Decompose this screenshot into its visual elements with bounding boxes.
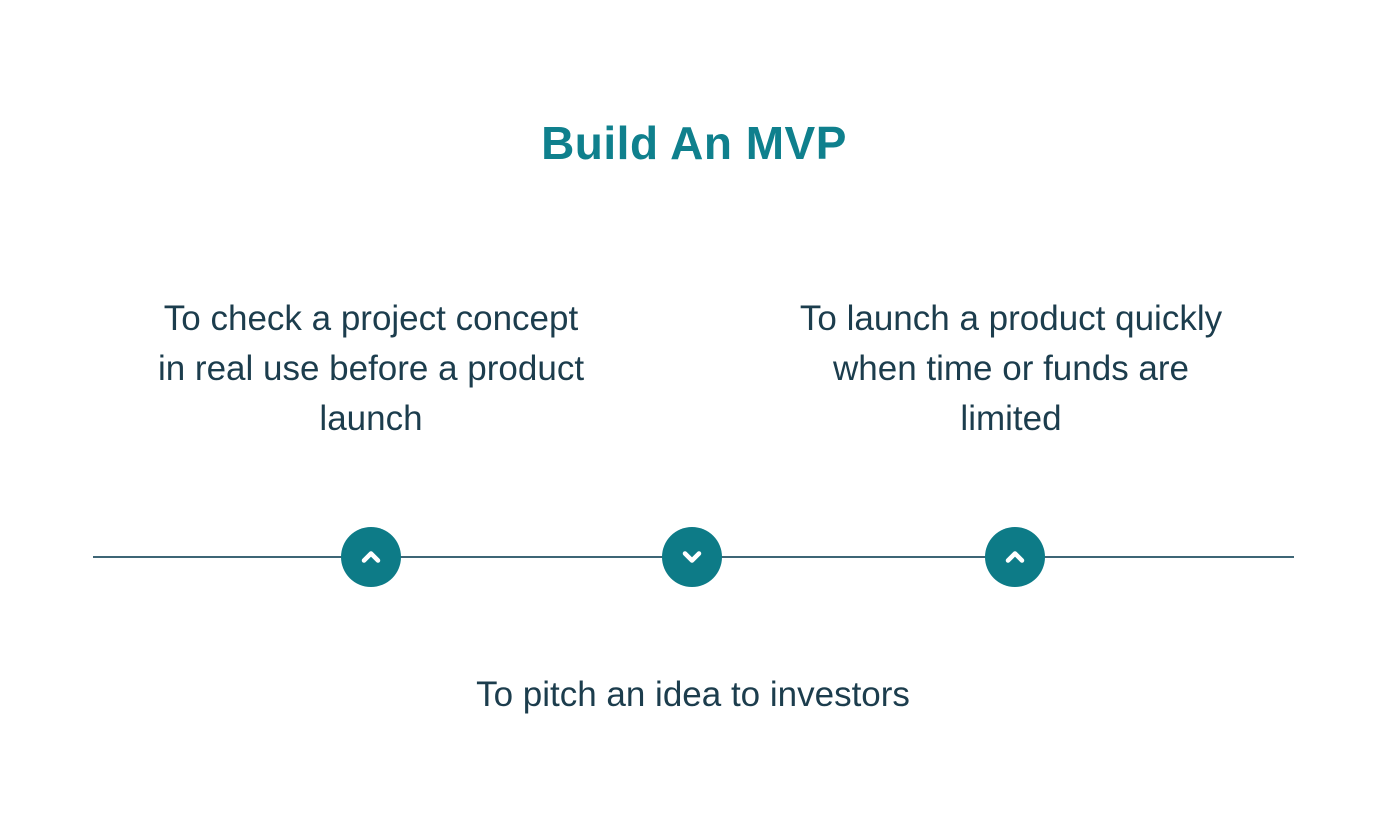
timeline-marker-button-2[interactable] <box>662 527 722 587</box>
reason-pitch-investors: To pitch an idea to investors <box>476 672 910 718</box>
chevron-up-icon <box>1005 551 1025 563</box>
page-title: Build An MVP <box>541 117 847 169</box>
reason-line: To pitch an idea to investors <box>476 675 910 714</box>
reason-line: in real use before a product <box>157 349 585 388</box>
reason-line: launch <box>319 399 423 438</box>
reason-line: To check a project concept <box>163 299 579 338</box>
timeline-marker-button-1[interactable] <box>341 527 401 587</box>
timeline-marker-button-3[interactable] <box>985 527 1045 587</box>
reason-check-concept: To check a project concept in real use b… <box>158 294 584 444</box>
chevron-up-icon <box>361 551 381 563</box>
reason-line: limited <box>960 399 1062 438</box>
reason-line: when time or funds are <box>832 349 1189 388</box>
reason-line: To launch a product quickly <box>799 299 1223 338</box>
chevron-down-icon <box>682 551 702 563</box>
reason-launch-quickly: To launch a product quickly when time or… <box>800 294 1222 444</box>
